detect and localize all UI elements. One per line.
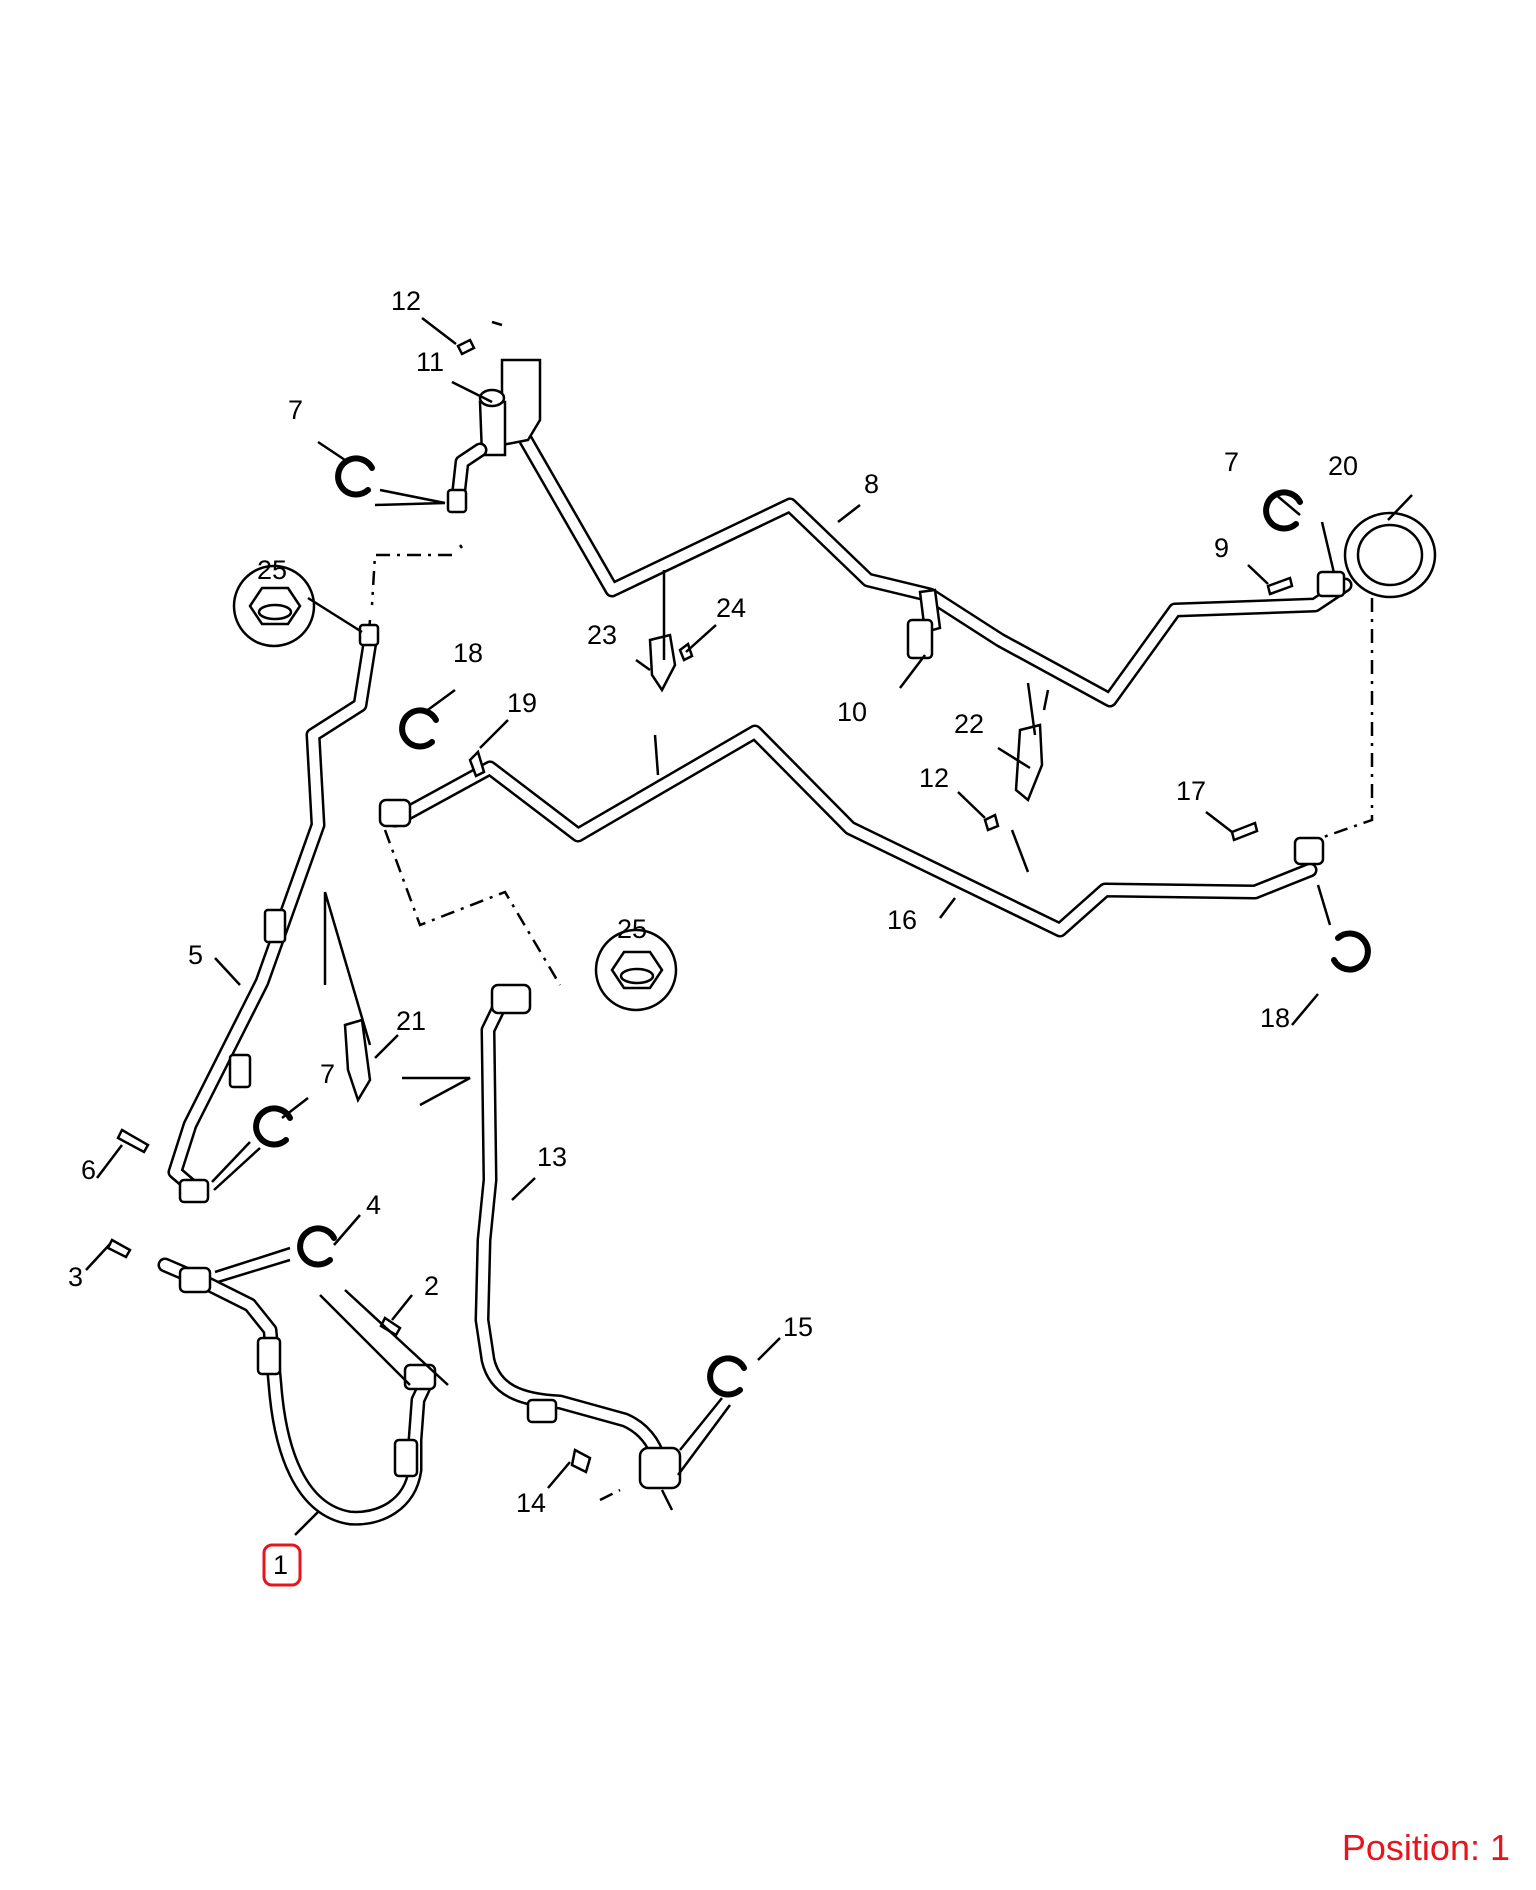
o-ring-7-left	[253, 1105, 293, 1148]
callout-8[interactable]: 8	[864, 469, 879, 499]
callout-18[interactable]: 18	[453, 638, 483, 668]
nut-25-bottom	[594, 928, 678, 1012]
clip-pipe13-top	[490, 983, 532, 1015]
bracket-21	[343, 1018, 372, 1103]
pipe-5	[167, 634, 378, 1198]
bracket-23	[648, 633, 677, 693]
callout-13[interactable]: 13	[537, 1142, 567, 1172]
callout-6[interactable]: 6	[81, 1155, 96, 1185]
clip-pipe16-left	[378, 798, 412, 828]
callout-17[interactable]: 17	[1176, 776, 1206, 806]
bolt-12-lower	[983, 813, 1000, 832]
bolt-14	[570, 1448, 592, 1474]
callout-19[interactable]: 19	[507, 688, 537, 718]
o-ring-18-left	[399, 707, 439, 750]
callout-15[interactable]: 15	[783, 1312, 813, 1342]
connector-block-11	[446, 358, 542, 514]
callout-21[interactable]: 21	[396, 1006, 426, 1036]
pipe-16	[387, 724, 1318, 938]
pipe-13	[474, 987, 670, 1478]
callout-14[interactable]: 14	[516, 1488, 546, 1518]
callout-23[interactable]: 23	[587, 620, 617, 650]
clip-pipe13-bottom	[638, 1446, 682, 1490]
callout-10[interactable]: 10	[837, 697, 867, 727]
callout-4[interactable]: 4	[366, 1190, 381, 1220]
callout-12[interactable]: 12	[391, 286, 421, 316]
nut-25-top	[232, 564, 316, 648]
callout-25[interactable]: 25	[617, 914, 647, 944]
callout-2[interactable]: 2	[424, 1271, 439, 1301]
callout-7[interactable]: 7	[288, 395, 303, 425]
bracket-22	[1014, 723, 1044, 803]
bolt-3	[106, 1238, 132, 1259]
callout-12[interactable]: 12	[919, 763, 949, 793]
o-ring-18-right	[1331, 930, 1371, 973]
callout-1-highlight	[262, 1543, 302, 1587]
callout-18[interactable]: 18	[1260, 1003, 1290, 1033]
callout-24[interactable]: 24	[716, 593, 746, 623]
callout-16[interactable]: 16	[887, 905, 917, 935]
clip-pipe8-end	[1316, 570, 1346, 598]
position-label: Position: 1	[1341, 1827, 1510, 1868]
bolt-9	[1266, 576, 1294, 596]
leader-lines	[85, 317, 1413, 1536]
callout-labels: 12 11 7 8 7 20 9 25 23 24 10 18 19 22 12…	[68, 286, 1358, 1580]
callout-7[interactable]: 7	[1224, 447, 1239, 477]
callout-1[interactable]: 1	[273, 1550, 288, 1580]
o-ring-7-top-left	[335, 455, 375, 498]
spring-19	[468, 749, 486, 778]
callout-22[interactable]: 22	[954, 709, 984, 739]
callout-11[interactable]: 11	[416, 347, 444, 377]
pipe-1[interactable]	[157, 1257, 433, 1526]
callout-5[interactable]: 5	[188, 940, 203, 970]
callout-3[interactable]: 3	[68, 1262, 83, 1292]
clip-pipe1-right	[403, 1363, 437, 1391]
callout-9[interactable]: 9	[1214, 533, 1229, 563]
o-ring-7-top-right	[1263, 489, 1303, 532]
o-ring-15	[707, 1355, 747, 1398]
fitting-pipe5-top	[358, 623, 380, 647]
clip-pipe1-left	[178, 1266, 212, 1294]
o-rings	[253, 455, 1371, 1398]
o-ring-4	[297, 1225, 337, 1268]
callout-7[interactable]: 7	[320, 1059, 335, 1089]
callout-20[interactable]: 20	[1328, 451, 1358, 481]
bolt-6	[116, 1128, 150, 1154]
clip-pipe16-right	[1293, 836, 1325, 866]
callout-25[interactable]: 25	[257, 555, 287, 585]
bolt-17	[1230, 821, 1259, 842]
fittings	[178, 511, 1437, 1490]
clip-pipe5-bottom	[178, 1178, 210, 1204]
